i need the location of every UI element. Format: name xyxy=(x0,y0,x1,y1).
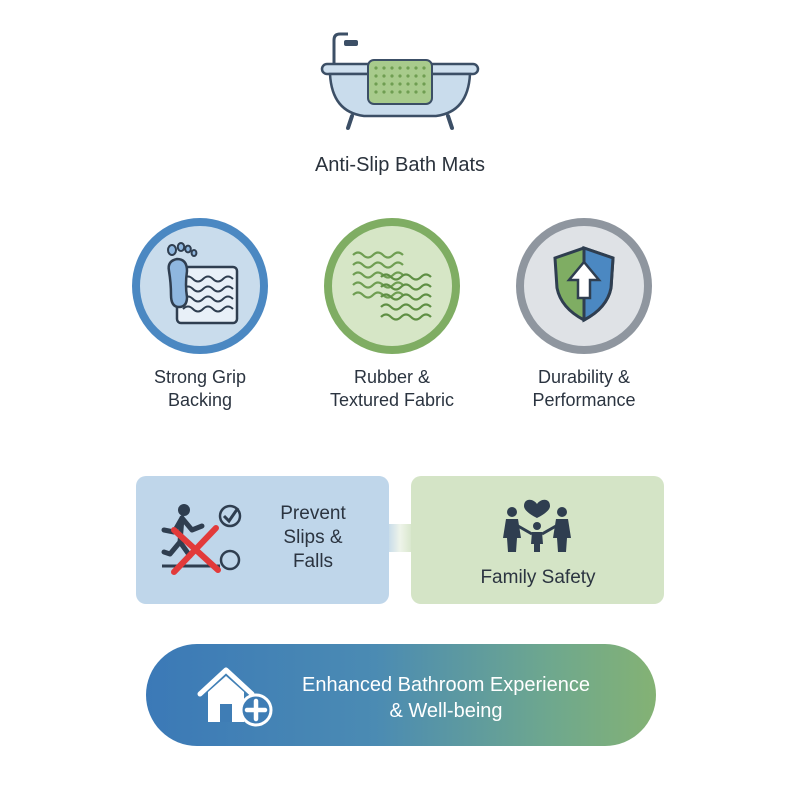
textured-fabric-icon xyxy=(347,241,437,332)
no-slip-fall-icon xyxy=(160,500,246,581)
family-safety-label: Family Safety xyxy=(480,567,596,588)
prevent-slips-label: Prevent Slips & Falls xyxy=(280,503,346,572)
feature-durability-circle xyxy=(516,218,652,354)
bathtub-with-mat-icon xyxy=(318,30,482,132)
feature-grip-label: Strong Grip Backing xyxy=(153,367,247,410)
page-title: Anti-Slip Bath Mats xyxy=(314,154,486,176)
family-heart-icon xyxy=(500,488,574,559)
feature-fabric-label: Rubber & Textured Fabric xyxy=(329,367,455,410)
home-health-icon xyxy=(196,664,280,733)
feature-grip-circle xyxy=(132,218,268,354)
card-connector xyxy=(386,524,414,552)
shield-arrow-icon xyxy=(549,244,619,329)
footprint-on-mat-icon xyxy=(157,241,243,332)
feature-durability-label: Durability & Performance xyxy=(532,367,636,410)
outcome-label: Enhanced Bathroom Experience & Well-bein… xyxy=(302,674,590,722)
feature-fabric-circle xyxy=(324,218,460,354)
